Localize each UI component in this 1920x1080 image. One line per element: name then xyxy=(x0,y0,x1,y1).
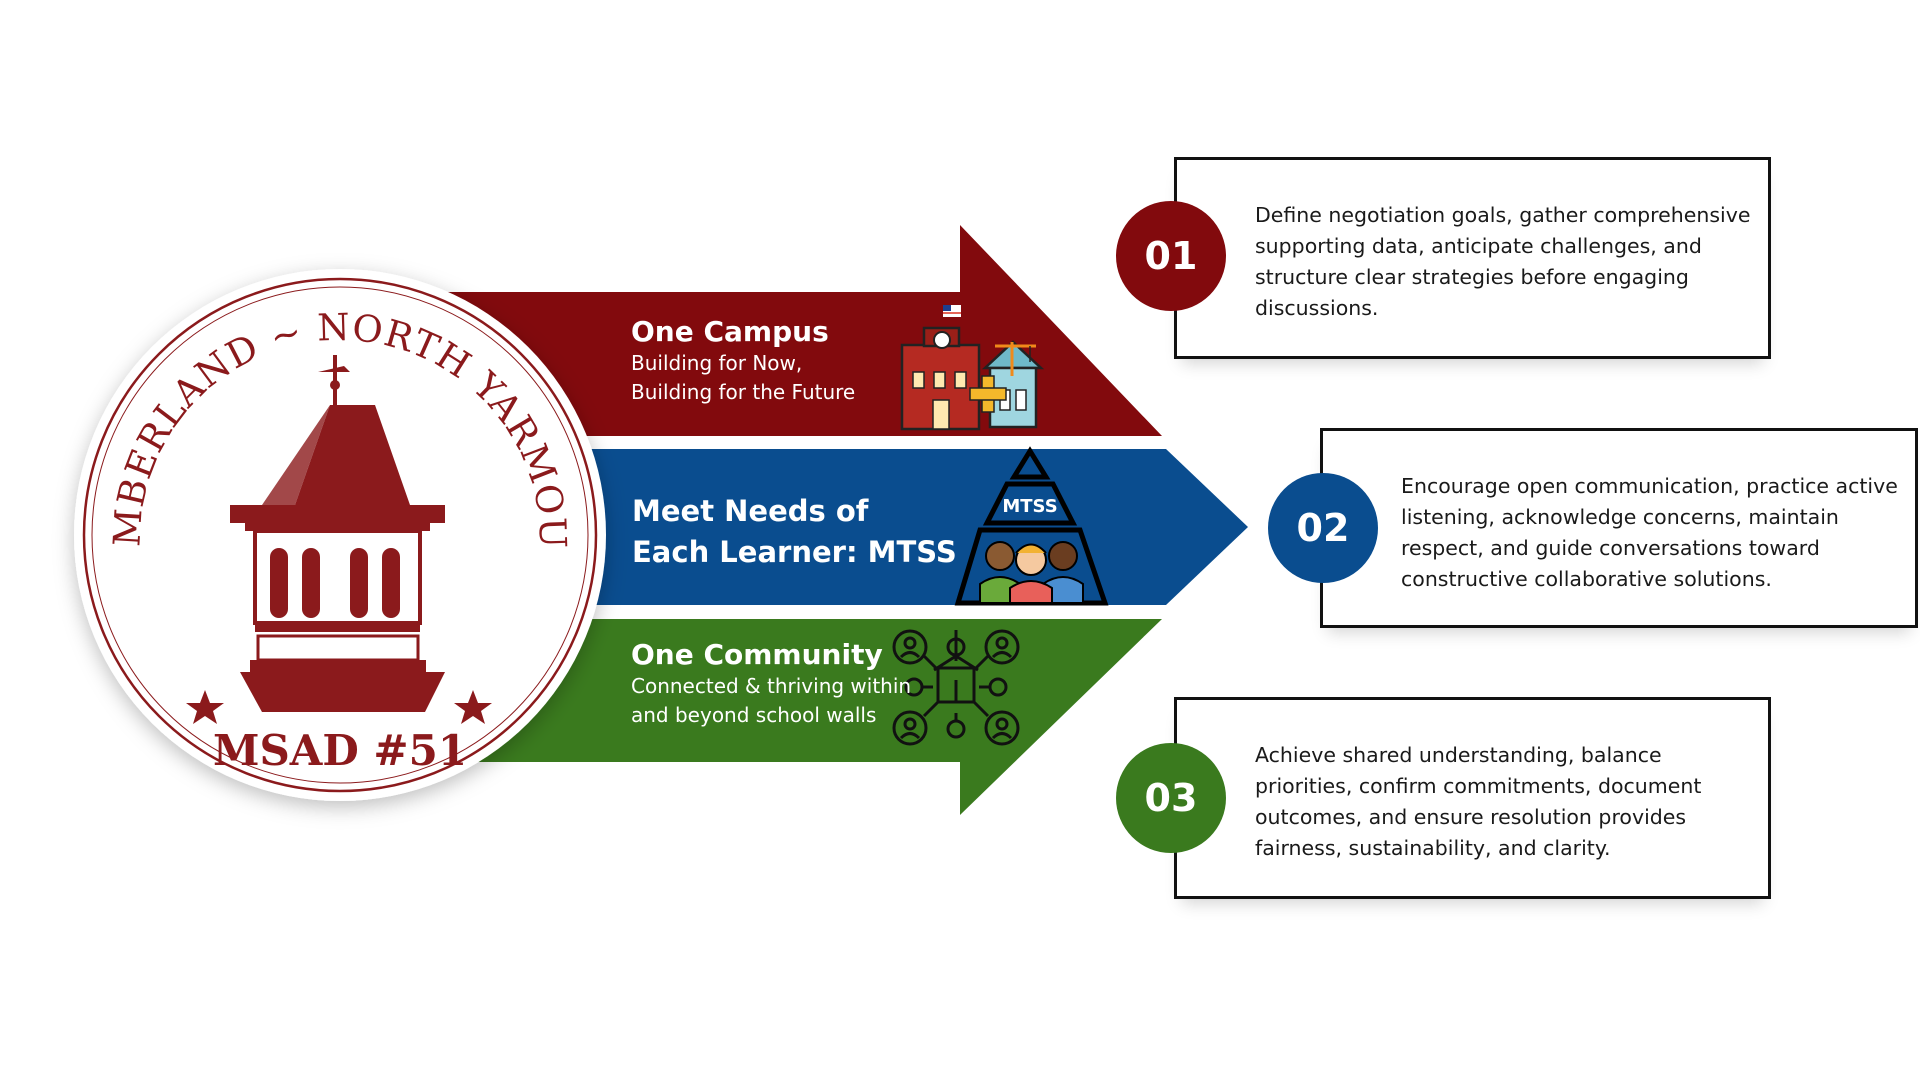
band-one-campus-title: One Campus xyxy=(631,315,829,348)
step-number-03: 03 xyxy=(1116,743,1226,853)
band-one-campus: One Campus Building for Now, Building fo… xyxy=(631,315,855,407)
step-01-text: Define negotiation goals, gather compreh… xyxy=(1255,203,1751,320)
seal-star-left-icon xyxy=(186,690,224,724)
mtss-pyramid-icon: MTSS xyxy=(954,446,1109,606)
seal-star-right-icon xyxy=(454,690,492,724)
mtss-label: MTSS xyxy=(1002,496,1057,517)
community-network-icon xyxy=(892,629,1020,746)
band-one-community: One Community Connected & thriving withi… xyxy=(631,638,911,730)
step-02-text: Encourage open communication, practice a… xyxy=(1401,474,1898,591)
district-seal: CUMBERLAND ~ NORTH YARMOUTH MSAD #51 xyxy=(0,0,606,801)
school-building-icon xyxy=(900,305,1045,431)
band-one-campus-subtitle-line2: Building for the Future xyxy=(631,380,856,404)
step-number-02: 02 xyxy=(1268,473,1378,583)
band-one-community-subtitle-line1: Connected & thriving within xyxy=(631,674,912,698)
step-03-text: Achieve shared understanding, balance pr… xyxy=(1255,743,1702,860)
band-one-community-shape xyxy=(430,619,1162,815)
band-one-community-title: One Community xyxy=(631,638,883,671)
step-card-01: Define negotiation goals, gather compreh… xyxy=(1174,157,1771,359)
step-number-01: 01 xyxy=(1116,201,1226,311)
step-card-02: Encourage open communication, practice a… xyxy=(1320,428,1918,628)
band-one-community-subtitle-line2: and beyond school walls xyxy=(631,703,877,727)
seal-bottom-text: MSAD #51 xyxy=(213,726,467,775)
band-mtss: Meet Needs of Each Learner: MTSS xyxy=(632,491,957,573)
band-mtss-title-line2: Each Learner: MTSS xyxy=(632,535,957,569)
band-mtss-title-line1: Meet Needs of xyxy=(632,494,869,528)
step-card-03: Achieve shared understanding, balance pr… xyxy=(1174,697,1771,899)
cupola-tower-icon xyxy=(230,355,445,712)
band-one-campus-subtitle-line1: Building for Now, xyxy=(631,351,803,375)
